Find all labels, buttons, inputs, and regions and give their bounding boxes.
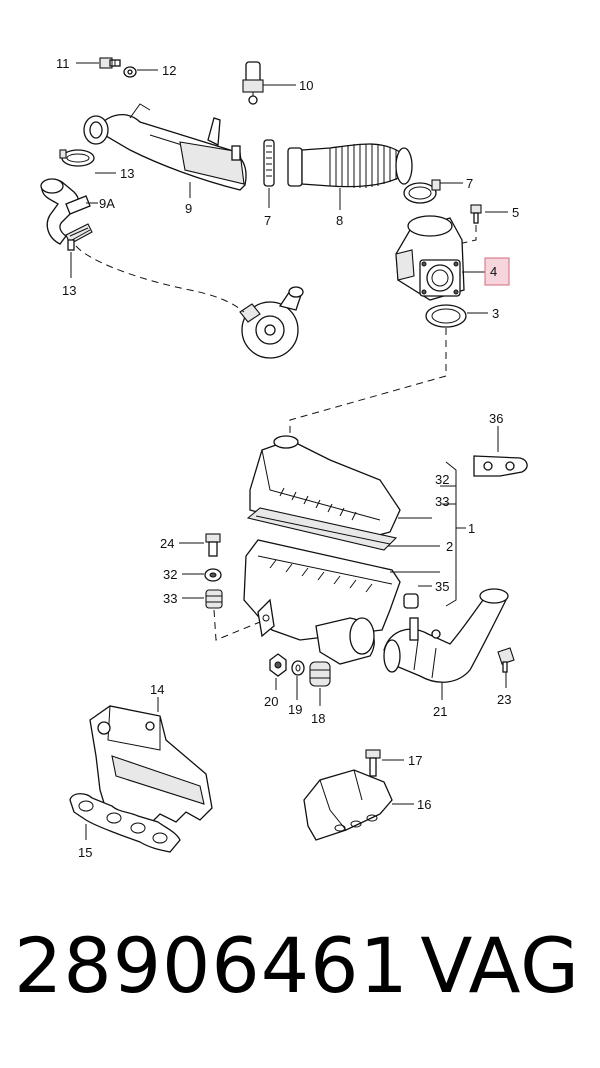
callout-7-left: 7 [264,213,271,228]
callout-8: 8 [336,213,343,228]
callout-32-right: 32 [435,472,449,487]
part-15-gasket [69,793,181,853]
part-19-washer [291,660,305,676]
callout-33-left: 33 [163,591,177,606]
callout-11: 11 [56,56,70,71]
part-16-heat-shield [303,769,393,841]
callout-7-right: 7 [466,176,473,191]
part-7-band [263,139,275,187]
part-18-mount [309,661,331,687]
part-7-clamp-right [403,179,441,204]
callout-35: 35 [435,579,449,594]
part-13-clamp-lower [65,223,93,251]
callout-17: 17 [408,753,422,768]
parts-exploded-diagram: 11 12 10 9 13 9A [40,56,528,860]
part-17-bolt [365,749,381,777]
callout-33-right: 33 [435,494,449,509]
part-24-bolt [205,533,221,557]
callout-14: 14 [150,682,164,697]
callout-23: 23 [497,692,511,707]
callout-24: 24 [160,536,174,551]
callout-36: 36 [489,411,503,426]
part-33-grommet [205,589,223,609]
part-12-washer [123,66,137,78]
part-10-sensor [242,61,264,105]
part-13-clamp-upper [59,149,95,167]
callout-12: 12 [162,63,176,78]
part-5-screw [470,204,482,224]
callout-20: 20 [264,694,278,709]
brand-name: VAG [420,921,580,1010]
part-9a-elbow-hose [40,178,91,245]
part-21-intake-elbow [383,588,509,683]
part-4-air-mass-meter [395,215,465,301]
callout-5: 5 [512,205,519,220]
part-8-corrugated-hose [287,143,413,188]
callout-13-upper: 13 [120,166,134,181]
part-3-seal-ring [425,304,467,328]
part-9-hose [83,103,247,191]
callout-2: 2 [446,539,453,554]
callout-1: 1 [468,521,475,536]
callout-13-lower: 13 [62,283,76,298]
callout-19: 19 [288,702,302,717]
callout-9: 9 [185,201,192,216]
part-32-washer [204,568,222,582]
part-number: 28906461 [14,921,409,1010]
callout-4: 4 [490,264,497,279]
callout-32-left: 32 [163,567,177,582]
callout-18: 18 [311,711,325,726]
callout-3: 3 [492,306,499,321]
callout-10: 10 [299,78,313,93]
part-20-nut [269,653,287,677]
part-36-bracket [473,455,528,477]
callout-16: 16 [417,797,431,812]
callout-21: 21 [433,704,447,719]
callout-15: 15 [78,845,92,860]
part-air-filter-housing [243,435,419,665]
turbocharger [239,286,304,359]
callout-4-highlight [484,257,510,286]
part-11-bolt [99,57,121,69]
callout-9a: 9A [99,196,115,211]
part-23-clip [497,647,515,673]
part-14-manifold [89,705,213,827]
